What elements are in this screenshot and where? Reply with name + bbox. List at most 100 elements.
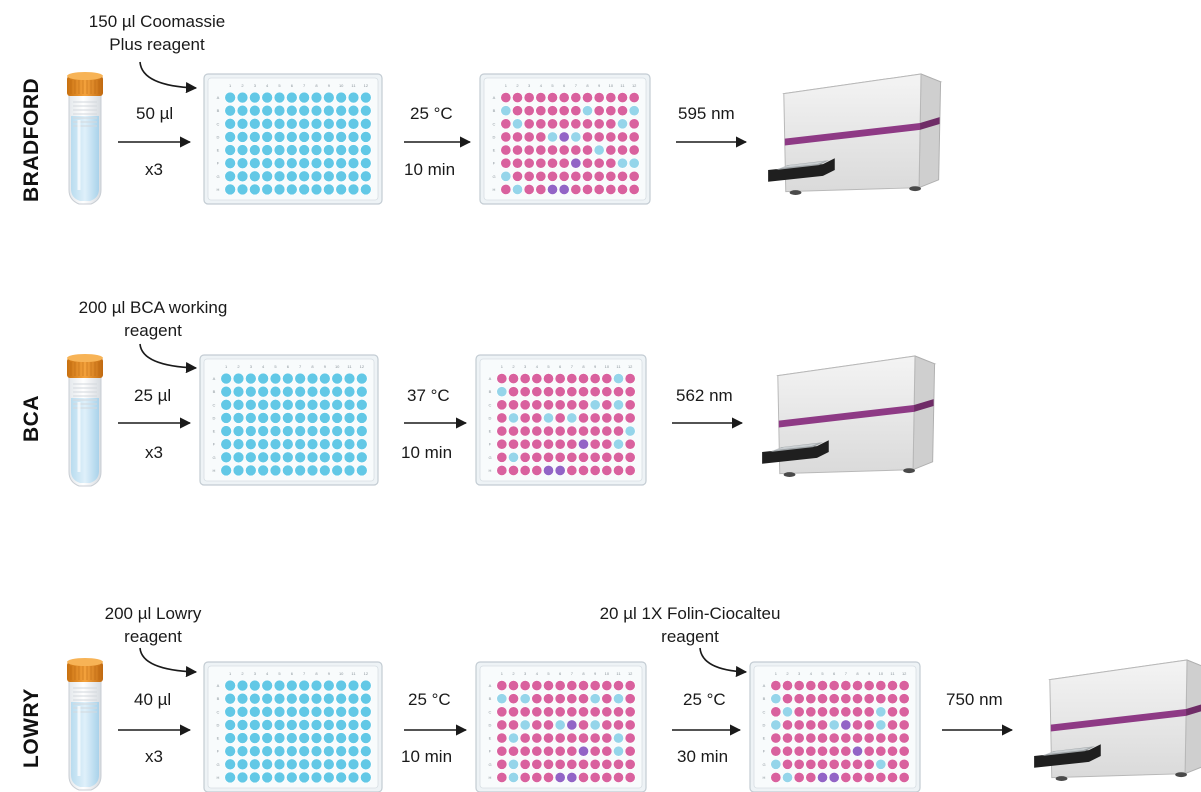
- svg-text:B: B: [213, 389, 216, 394]
- svg-text:12: 12: [902, 671, 907, 676]
- plate-reader-icon: [768, 73, 943, 196]
- svg-text:6: 6: [833, 671, 836, 676]
- svg-text:2: 2: [512, 671, 515, 676]
- svg-text:8: 8: [586, 83, 589, 88]
- svg-text:3: 3: [254, 83, 257, 88]
- svg-text:E: E: [213, 429, 216, 434]
- svg-text:4: 4: [536, 671, 539, 676]
- replicates-label: x3: [145, 443, 163, 462]
- incubation-temp-label: 25 °C: [408, 690, 451, 709]
- plate-reader-icon: [762, 355, 937, 478]
- curved-arrow-icon: [699, 647, 748, 678]
- svg-text:B: B: [489, 696, 492, 701]
- second-incubation-temp-label: 25 °C: [683, 690, 726, 709]
- svg-text:F: F: [763, 749, 766, 754]
- svg-text:8: 8: [315, 83, 318, 88]
- reagent-line-1: 200 µl Lowry: [104, 604, 202, 623]
- svg-text:12: 12: [364, 83, 369, 88]
- plate-reader-icon: [1034, 659, 1201, 782]
- reagent-line-1: 200 µl BCA working: [78, 298, 228, 317]
- reagent-line-1: 20 µl 1X Folin-Ciocalteu: [599, 604, 781, 623]
- svg-text:3: 3: [250, 364, 253, 369]
- svg-text:G: G: [488, 455, 491, 460]
- svg-text:B: B: [493, 108, 496, 113]
- svg-text:10: 10: [339, 671, 344, 676]
- incubation-time-label: 10 min: [404, 160, 456, 179]
- svg-text:7: 7: [303, 83, 306, 88]
- svg-text:D: D: [213, 415, 216, 420]
- svg-text:11: 11: [890, 671, 895, 676]
- svg-text:A: A: [217, 683, 220, 688]
- svg-text:10: 10: [879, 671, 884, 676]
- svg-text:12: 12: [364, 671, 369, 676]
- incubation-time-label: 10 min: [401, 443, 453, 462]
- svg-text:1: 1: [229, 671, 232, 676]
- svg-text:5: 5: [274, 364, 277, 369]
- svg-text:B: B: [217, 696, 220, 701]
- svg-text:C: C: [493, 121, 496, 126]
- sample-tube-icon: [67, 658, 103, 791]
- svg-text:11: 11: [616, 364, 621, 369]
- svg-text:E: E: [493, 148, 496, 153]
- svg-text:8: 8: [311, 364, 314, 369]
- replicates-label: x3: [145, 160, 163, 179]
- svg-text:11: 11: [620, 83, 625, 88]
- incubation-time-label: 10 min: [401, 747, 453, 766]
- svg-text:5: 5: [547, 364, 550, 369]
- svg-text:G: G: [216, 174, 219, 179]
- svg-text:F: F: [493, 161, 496, 166]
- svg-text:D: D: [763, 722, 766, 727]
- svg-text:6: 6: [287, 364, 290, 369]
- row-title-bca: BCA: [20, 395, 43, 442]
- svg-text:G: G: [212, 455, 215, 460]
- svg-text:3: 3: [524, 364, 527, 369]
- svg-text:9: 9: [324, 364, 327, 369]
- svg-text:C: C: [763, 709, 766, 714]
- svg-text:12: 12: [360, 364, 365, 369]
- svg-text:1: 1: [505, 83, 508, 88]
- svg-text:H: H: [217, 187, 220, 192]
- svg-text:2: 2: [512, 364, 515, 369]
- svg-text:7: 7: [571, 671, 574, 676]
- svg-text:4: 4: [266, 83, 269, 88]
- svg-text:D: D: [217, 134, 220, 139]
- svg-text:4: 4: [262, 364, 265, 369]
- svg-text:3: 3: [254, 671, 257, 676]
- svg-text:5: 5: [821, 671, 824, 676]
- sample-tube-icon: [67, 354, 103, 487]
- volume-label: 40 µl: [134, 690, 172, 709]
- svg-text:9: 9: [594, 364, 597, 369]
- svg-text:H: H: [213, 468, 216, 473]
- row-title-bradford: BRADFORD: [20, 77, 43, 202]
- svg-text:2: 2: [516, 83, 519, 88]
- reagent-label: 150 µl Coomassie Plus reagent: [52, 10, 262, 56]
- svg-text:8: 8: [315, 671, 318, 676]
- svg-text:4: 4: [536, 364, 539, 369]
- svg-text:E: E: [489, 429, 492, 434]
- svg-text:C: C: [489, 709, 492, 714]
- svg-text:D: D: [217, 722, 220, 727]
- svg-text:C: C: [489, 402, 492, 407]
- svg-text:E: E: [217, 148, 220, 153]
- svg-text:11: 11: [347, 364, 352, 369]
- svg-text:G: G: [492, 174, 495, 179]
- curved-arrow-icon: [139, 647, 198, 678]
- reagent-label: 200 µl BCA working reagent: [48, 296, 258, 342]
- svg-text:6: 6: [291, 671, 294, 676]
- svg-text:H: H: [493, 187, 496, 192]
- wavelength-label: 562 nm: [676, 386, 733, 405]
- replicates-label: x3: [145, 747, 163, 766]
- svg-text:4: 4: [810, 671, 813, 676]
- svg-text:12: 12: [632, 83, 637, 88]
- svg-text:1: 1: [229, 83, 232, 88]
- svg-text:9: 9: [328, 671, 331, 676]
- svg-text:G: G: [762, 762, 765, 767]
- svg-text:11: 11: [616, 671, 621, 676]
- svg-text:10: 10: [335, 364, 340, 369]
- svg-text:5: 5: [278, 671, 281, 676]
- volume-label: 25 µl: [134, 386, 172, 405]
- svg-text:C: C: [217, 121, 220, 126]
